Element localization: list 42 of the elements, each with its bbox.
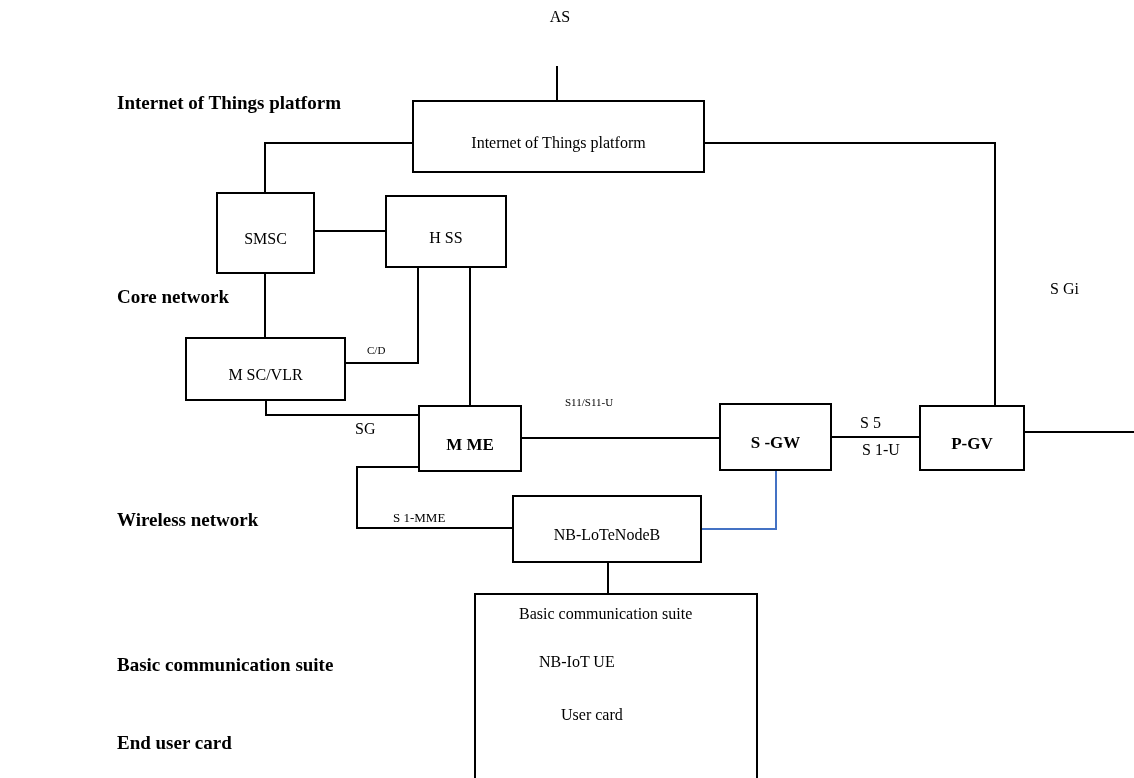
connector-line (607, 562, 609, 594)
node-label: AS (549, 8, 571, 25)
edge-label: S11/S11-U (565, 396, 614, 409)
box-text: NB-LoTeNodeB (553, 526, 661, 544)
network-node-box (185, 337, 346, 401)
connector-line (701, 470, 777, 530)
connector-line (469, 267, 471, 406)
platform-box (412, 100, 705, 173)
connector-line (521, 437, 720, 439)
connector-line (831, 436, 920, 438)
base-station-box (512, 495, 702, 563)
connector-line (704, 142, 996, 406)
network-node-box (919, 405, 1025, 471)
edge-label: C/D (367, 344, 386, 357)
box-text: User card (561, 706, 623, 724)
box-text: P-GV (951, 434, 993, 454)
connector-line (264, 273, 266, 338)
device-box (474, 593, 758, 778)
network-node-box (719, 403, 832, 471)
box-text: NB-IoT UE (539, 653, 615, 671)
connector-line (264, 142, 413, 193)
layer-label: Core network (117, 286, 230, 308)
box-text: H SS (429, 228, 463, 247)
box-text: M SC/VLR (228, 366, 303, 384)
box-text: SMSC (244, 230, 287, 248)
connector-line (314, 230, 386, 232)
box-text: M ME (446, 434, 494, 455)
box-text: Basic communication suite (519, 605, 693, 623)
connector-line (265, 400, 419, 416)
network-node-box (385, 195, 507, 268)
layer-label: Wireless network (117, 509, 259, 531)
connector-line (345, 267, 419, 364)
connector-line (556, 65, 558, 101)
layer-label: Basic communication suite (117, 654, 334, 676)
connector-line (356, 466, 513, 529)
layer-label: End user card (117, 732, 232, 754)
box-text: S -GW (750, 433, 801, 453)
network-node-box (418, 405, 522, 472)
layer-label: Internet of Things platform (117, 92, 341, 114)
box-text: Internet of Things platform (471, 133, 646, 152)
connector-line (1024, 431, 1134, 433)
network-node-box (216, 192, 315, 274)
